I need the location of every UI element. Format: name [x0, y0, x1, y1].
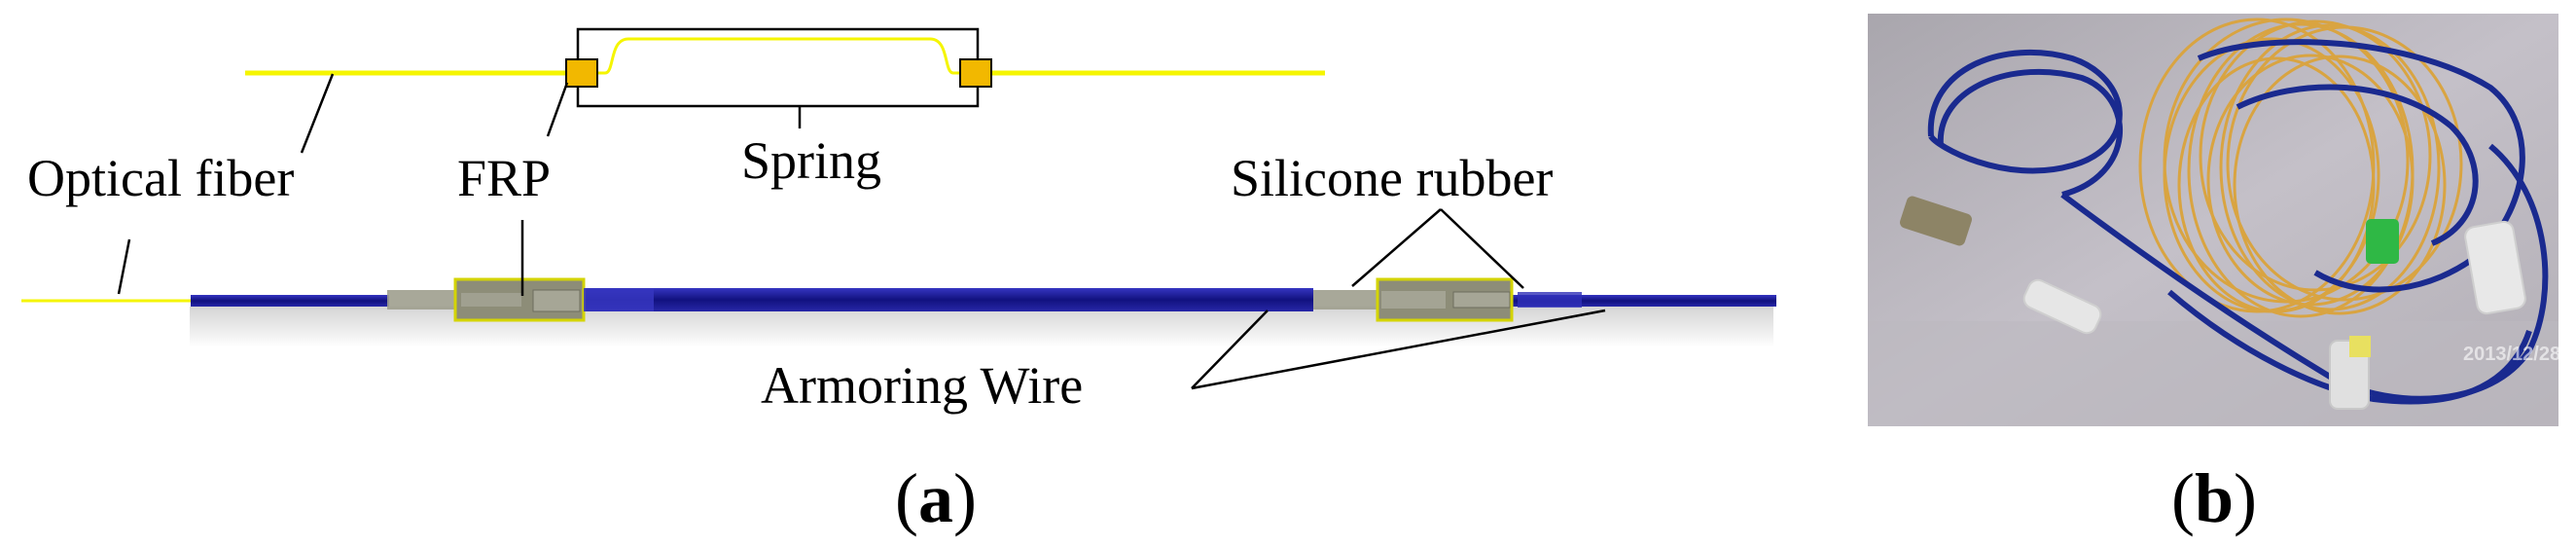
frp-block-left — [565, 58, 598, 88]
leader-lines — [117, 73, 1606, 390]
leader-optical-fiber-bottom — [117, 238, 131, 295]
label-spring: Spring — [741, 131, 881, 190]
frp-core-left-a — [461, 293, 521, 307]
fiber-inside-spring — [582, 37, 976, 75]
photo-watermark: 2013/12/28 — [2463, 344, 2560, 365]
photo-sleeve-right — [2464, 220, 2526, 315]
cable-shadow — [190, 307, 1773, 347]
photo-green-connector — [2366, 219, 2399, 264]
frp-core-right-b — [1452, 291, 1511, 309]
leader-armor-right — [1191, 309, 1606, 390]
photo-sleeve-left — [1900, 196, 1972, 246]
blue-armored-cable-loops — [1927, 39, 2549, 405]
label-frp: FRP — [457, 149, 551, 207]
label-optical-fiber: Optical fiber — [27, 149, 294, 207]
leader-armor-left — [1191, 309, 1269, 389]
cable-photo: 2013/12/28 — [1868, 14, 2560, 426]
armored-cable-thick — [574, 288, 1313, 311]
frp-core-right-a — [1381, 291, 1446, 309]
spring-box — [576, 27, 980, 108]
orange-fiber-coils — [2138, 18, 2463, 318]
leader-frp — [546, 82, 569, 137]
label-armoring-wire: Armoring Wire — [761, 356, 1083, 415]
armored-cable-thin-left — [191, 295, 389, 307]
armor-end-piece — [1518, 292, 1582, 308]
cable-drawing — [21, 277, 1776, 347]
photo-sleeve-middle — [2022, 278, 2102, 335]
top-schematic — [245, 27, 1325, 108]
silicone-rubber-right — [1313, 290, 1379, 309]
panel-label-a: (a) — [895, 459, 977, 537]
label-silicone-rubber: Silicone rubber — [1231, 149, 1553, 207]
silicone-rubber-left-2 — [584, 288, 654, 311]
photo-yellow-tag — [2349, 336, 2371, 357]
frp-core-left-b — [532, 289, 581, 312]
photo-floor-shadow — [1868, 321, 2558, 426]
leader-silicone-right — [1440, 208, 1524, 289]
leader-silicone-left — [1351, 208, 1442, 287]
frp-block-right — [959, 58, 992, 88]
panel-label-b: (b) — [2171, 459, 2257, 537]
leader-optical-fiber-top — [300, 73, 335, 154]
